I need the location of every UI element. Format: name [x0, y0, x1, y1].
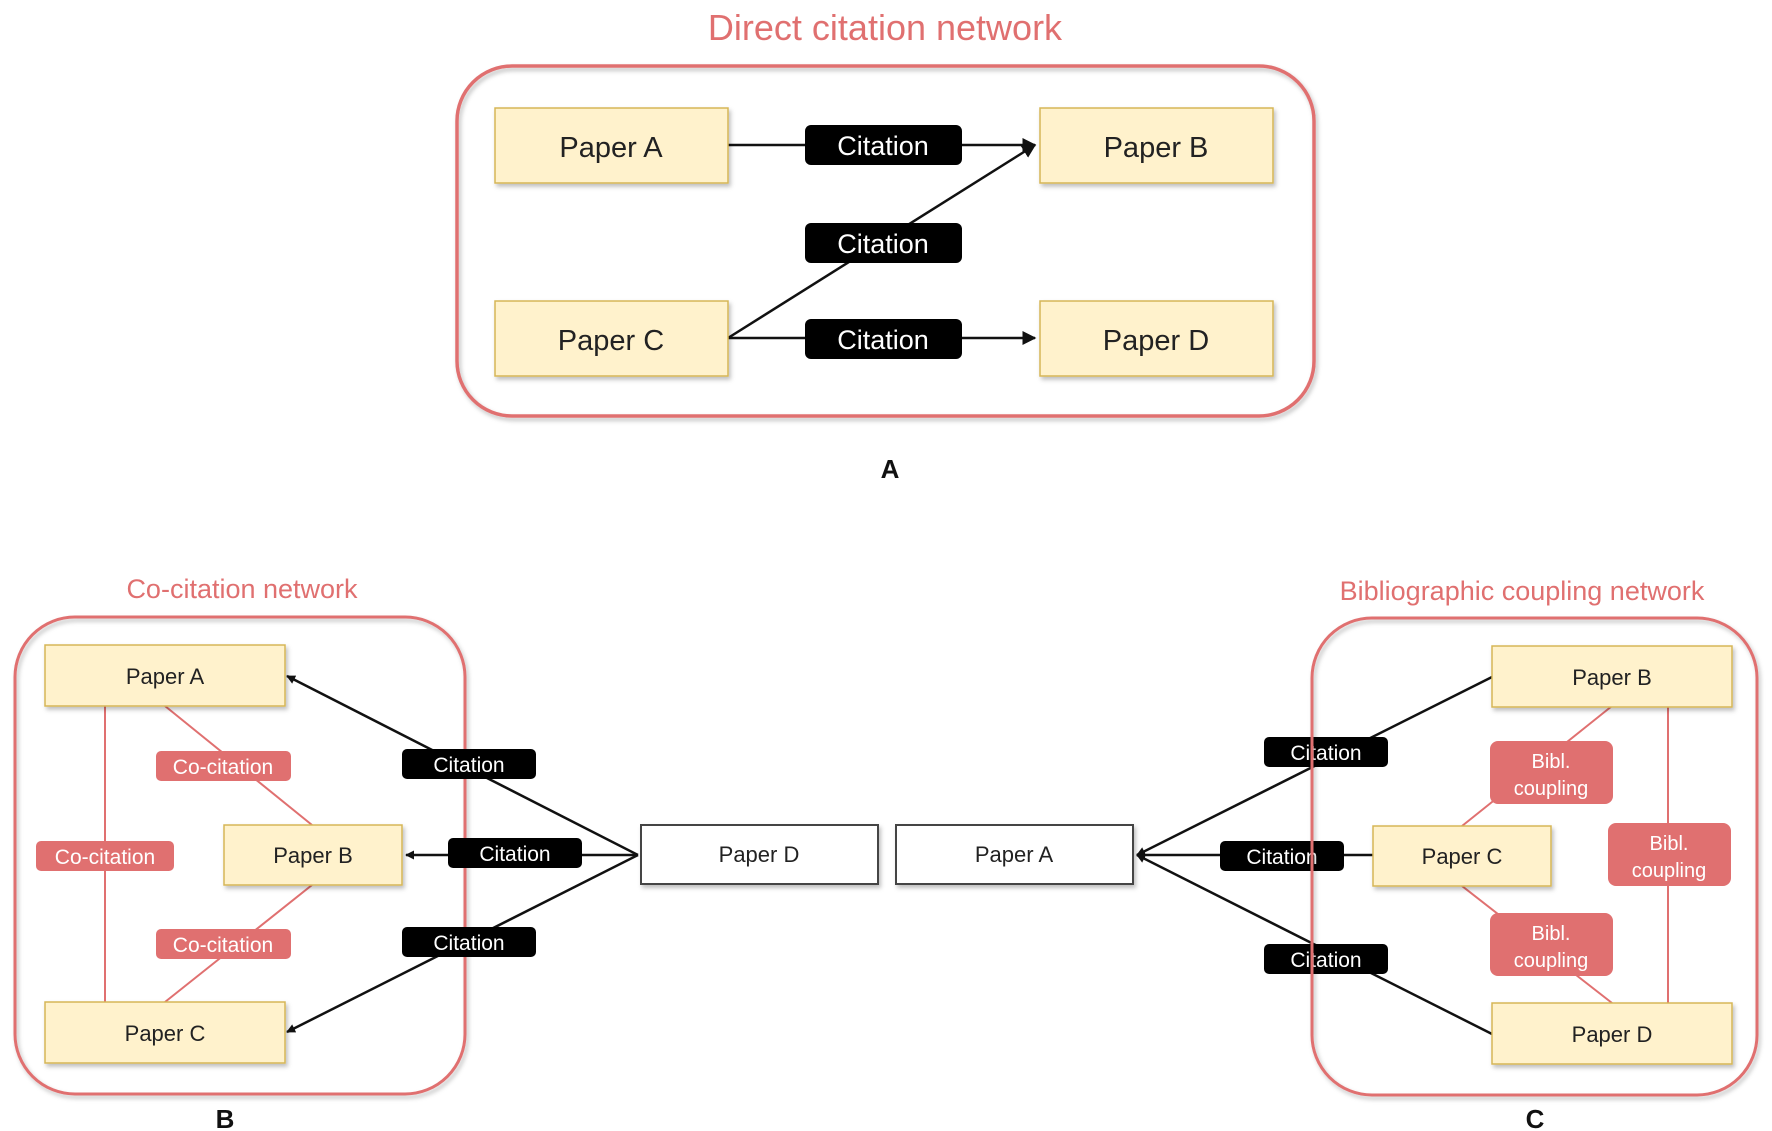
citation-label-center-right-top: Citation	[1264, 737, 1388, 767]
paper-label: Paper C	[558, 325, 664, 357]
paper-box-a-paper-d: Paper D	[1039, 300, 1274, 377]
svg-text:Co-citation: Co-citation	[173, 756, 273, 779]
citation-label-center-left-top: Citation	[402, 749, 536, 779]
relation-label-c-b-d: Bibl. coupling	[1608, 823, 1731, 886]
paper-box-c-paper-c: Paper C	[1372, 825, 1552, 887]
paper-box-c-paper-d: Paper D	[1491, 1002, 1733, 1065]
citation-label-center-right-bottom: Citation	[1264, 944, 1388, 974]
paper-label: Paper D	[719, 842, 800, 867]
svg-text:Citation: Citation	[837, 325, 929, 355]
paper-label: Paper B	[273, 843, 353, 868]
svg-text:Bibl.: Bibl.	[1650, 833, 1689, 855]
panel-b-letter: B	[216, 1104, 235, 1131]
svg-text:Citation: Citation	[479, 843, 550, 866]
citation-label-center-left-middle: Citation	[448, 838, 582, 868]
paper-label: Paper A	[975, 842, 1054, 867]
relation-label-c-c-d: Bibl. coupling	[1490, 913, 1613, 976]
paper-box-a-paper-a: Paper A	[494, 107, 729, 184]
svg-text:Co-citation: Co-citation	[173, 934, 273, 957]
paper-label: Paper B	[1572, 665, 1652, 690]
svg-text:Citation: Citation	[837, 229, 929, 259]
citation-label-center-left-bottom: Citation	[402, 927, 536, 957]
citation-label-a-middle: Citation	[805, 223, 962, 263]
panel-c-letter: C	[1526, 1104, 1545, 1131]
panel-b-co-citation: Co-citation network Paper A Paper B Pape…	[13, 574, 467, 1131]
svg-text:Bibl.: Bibl.	[1532, 751, 1571, 773]
paper-box-b-paper-c: Paper C	[44, 1001, 286, 1064]
paper-box-center-paper-a: Paper A	[895, 824, 1134, 885]
panel-c-bibliographic-coupling: Bibliographic coupling network Paper B P…	[1310, 576, 1759, 1131]
svg-text:Bibl.: Bibl.	[1532, 923, 1571, 945]
panel-c-title: Bibliographic coupling network	[1340, 576, 1705, 606]
svg-text:Citation: Citation	[1246, 846, 1317, 869]
center-papers: Paper D Paper A Citation Citation Citati…	[286, 674, 1493, 1036]
relation-label-b-b-c: Co-citation	[156, 929, 291, 959]
citation-label-a-top: Citation	[805, 125, 962, 165]
paper-box-c-paper-b: Paper B	[1491, 645, 1733, 708]
svg-text:Citation: Citation	[837, 131, 929, 161]
svg-text:Citation: Citation	[433, 754, 504, 777]
paper-label: Paper B	[1104, 132, 1209, 164]
svg-text:coupling: coupling	[1514, 778, 1589, 800]
citation-label-center-right-middle: Citation	[1220, 841, 1344, 871]
panel-a-direct-citation: Direct citation network Paper A Paper B …	[455, 7, 1316, 484]
paper-box-center-paper-d: Paper D	[640, 824, 879, 885]
paper-label: Paper C	[125, 1021, 206, 1046]
paper-box-a-paper-c: Paper C	[494, 300, 729, 377]
panel-b-title: Co-citation network	[126, 574, 358, 604]
paper-box-b-paper-b: Paper B	[223, 824, 403, 886]
relation-label-b-a-c: Co-citation	[36, 841, 174, 871]
svg-text:Citation: Citation	[1290, 742, 1361, 765]
svg-text:Co-citation: Co-citation	[55, 846, 155, 869]
paper-label: Paper D	[1572, 1022, 1653, 1047]
paper-box-b-paper-a: Paper A	[44, 644, 286, 707]
svg-text:Citation: Citation	[1290, 949, 1361, 972]
panel-c-frame	[1310, 616, 1759, 1097]
relation-label-c-b-c: Bibl. coupling	[1490, 741, 1613, 804]
panel-a-title: Direct citation network	[708, 7, 1063, 48]
paper-label: Paper A	[559, 132, 663, 164]
svg-text:coupling: coupling	[1514, 950, 1589, 972]
paper-box-a-paper-b: Paper B	[1039, 107, 1274, 184]
panel-a-letter: A	[881, 454, 900, 484]
paper-label: Paper A	[126, 664, 205, 689]
relation-label-b-a-b: Co-citation	[156, 751, 291, 781]
svg-text:coupling: coupling	[1632, 860, 1707, 882]
paper-label: Paper D	[1103, 325, 1209, 357]
panel-a-frame	[455, 64, 1316, 418]
citation-label-a-bottom: Citation	[805, 319, 962, 359]
paper-label: Paper C	[1422, 844, 1503, 869]
svg-text:Citation: Citation	[433, 932, 504, 955]
